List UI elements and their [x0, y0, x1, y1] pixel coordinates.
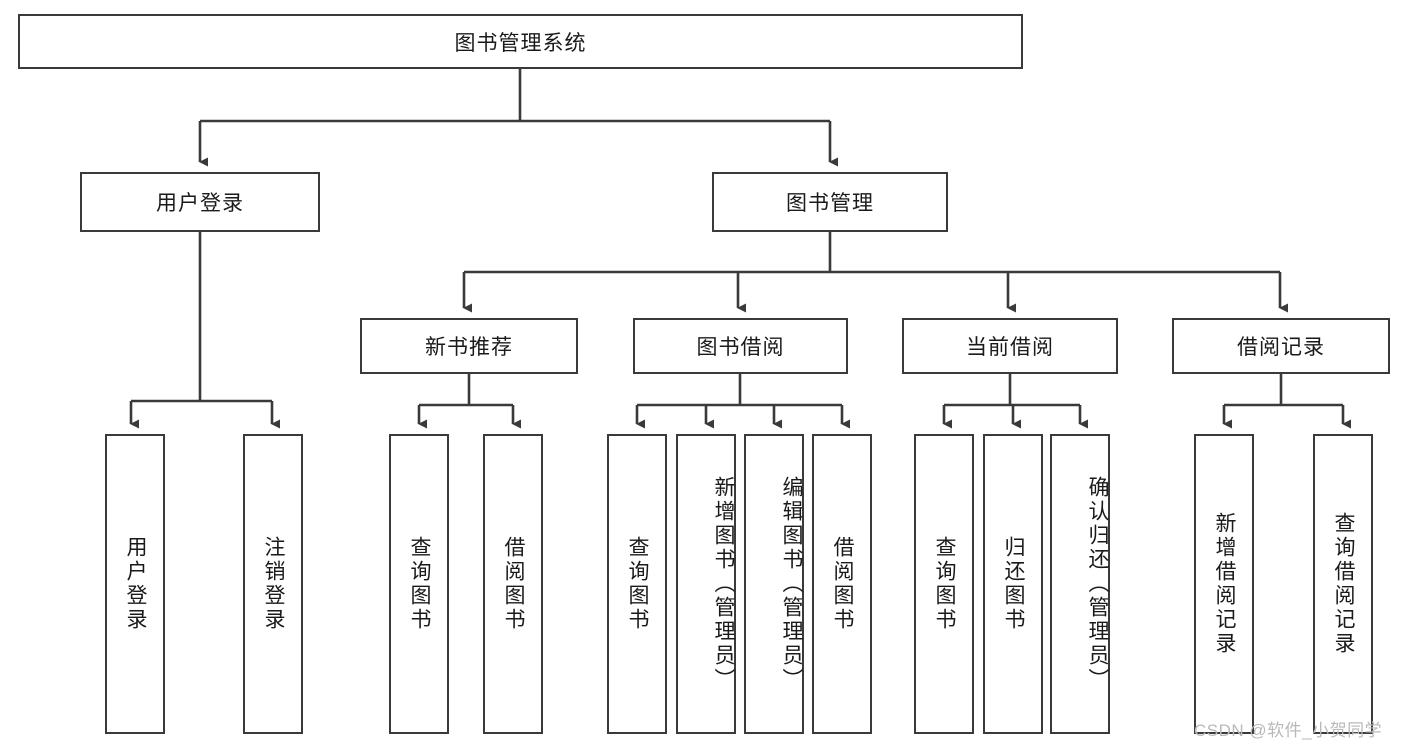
node-borrow-record[interactable]: 借阅记录 [1172, 318, 1390, 374]
node-leaf-borrow-book-1[interactable]: 借阅图书 [483, 434, 543, 734]
node-leaf-borrow-book-2-label: 借阅图书 [831, 536, 855, 632]
node-root[interactable]: 图书管理系统 [18, 14, 1023, 69]
node-leaf-add-book[interactable]: 新增图书（管理员） [676, 434, 736, 734]
node-book-manage-label: 图书管理 [786, 192, 874, 215]
node-leaf-add-record[interactable]: 新增借阅记录 [1194, 434, 1254, 734]
node-leaf-add-book-label: 新增图书（管理员） [712, 476, 735, 692]
node-leaf-query-record[interactable]: 查询借阅记录 [1313, 434, 1373, 734]
watermark: CSDN @软件_小贺同学 [1194, 721, 1383, 740]
node-leaf-query-book-3-label: 查询图书 [933, 536, 957, 632]
node-leaf-borrow-book-2[interactable]: 借阅图书 [812, 434, 872, 734]
node-leaf-edit-book-label: 编辑图书（管理员） [780, 476, 803, 692]
node-user-login[interactable]: 用户登录 [80, 172, 320, 232]
node-leaf-return-book-label: 归还图书 [1002, 536, 1026, 632]
node-leaf-query-book-2[interactable]: 查询图书 [607, 434, 667, 734]
node-new-book-recommend[interactable]: 新书推荐 [360, 318, 578, 374]
node-leaf-query-book-1-label: 查询图书 [408, 536, 432, 632]
node-leaf-confirm-return-label: 确认归还（管理员） [1086, 476, 1109, 692]
node-leaf-user-login[interactable]: 用户登录 [105, 434, 165, 734]
node-leaf-query-book-3[interactable]: 查询图书 [914, 434, 974, 734]
node-leaf-add-record-label: 新增借阅记录 [1213, 512, 1237, 656]
node-leaf-logout-label: 注销登录 [262, 536, 286, 632]
node-leaf-edit-book[interactable]: 编辑图书（管理员） [744, 434, 804, 734]
node-leaf-confirm-return[interactable]: 确认归还（管理员） [1050, 434, 1110, 734]
node-borrow-record-label: 借阅记录 [1237, 336, 1325, 359]
node-book-manage[interactable]: 图书管理 [712, 172, 948, 232]
node-current-borrow-label: 当前借阅 [966, 336, 1054, 359]
node-leaf-query-book-2-label: 查询图书 [626, 536, 650, 632]
node-leaf-query-book-1[interactable]: 查询图书 [389, 434, 449, 734]
node-leaf-logout[interactable]: 注销登录 [243, 434, 303, 734]
node-leaf-user-login-label: 用户登录 [124, 536, 148, 632]
node-current-borrow[interactable]: 当前借阅 [902, 318, 1118, 374]
node-new-book-recommend-label: 新书推荐 [425, 336, 513, 359]
node-book-borrow[interactable]: 图书借阅 [633, 318, 848, 374]
node-leaf-borrow-book-1-label: 借阅图书 [502, 536, 526, 632]
node-root-label: 图书管理系统 [454, 31, 587, 55]
node-leaf-return-book[interactable]: 归还图书 [983, 434, 1043, 734]
node-book-borrow-label: 图书借阅 [696, 336, 785, 359]
node-leaf-query-record-label: 查询借阅记录 [1332, 512, 1356, 656]
node-user-login-label: 用户登录 [156, 192, 244, 215]
